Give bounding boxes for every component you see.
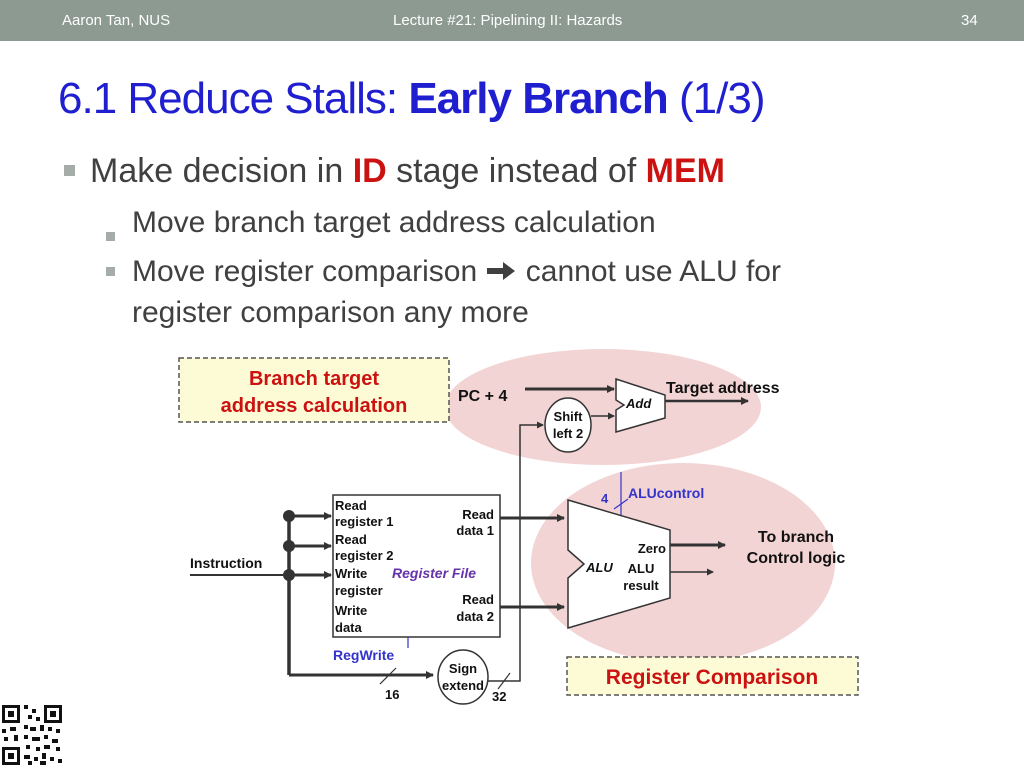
branch-target-box xyxy=(178,357,450,423)
alu-result-label-b: result xyxy=(623,578,659,593)
sub-bullet-2-cont: register comparison any more xyxy=(132,296,529,329)
register-file-name: Register File xyxy=(392,565,476,581)
read-reg1-label-a: Read xyxy=(335,498,367,513)
read-reg2-label-b: register 2 xyxy=(335,548,394,563)
bullet-main-text: Make decision in xyxy=(90,152,353,190)
sign-extend-line2: extend xyxy=(442,678,484,693)
adder-unit xyxy=(615,377,666,433)
shift-left-2-unit xyxy=(544,397,592,453)
register-file xyxy=(332,494,501,638)
sub-bullet-2-text: Move register comparison xyxy=(132,255,486,288)
regwrite-label: RegWrite xyxy=(333,647,394,663)
alu-name: ALU xyxy=(585,560,613,575)
read-reg1-label-b: register 1 xyxy=(335,514,394,529)
shift-label-2: left 2 xyxy=(553,426,583,441)
alucontrol-width: 4 xyxy=(601,491,609,506)
read-data2-label-a: Read xyxy=(462,592,494,607)
alu-unit xyxy=(567,498,671,630)
bullet-square-icon xyxy=(64,165,75,176)
to-branch-line1: To branch xyxy=(758,529,834,546)
qr-code-icon xyxy=(0,703,64,767)
read-data2-label-b: data 2 xyxy=(456,609,494,624)
sign-extend-line1: Sign xyxy=(449,661,477,676)
slide-title: 6.1 Reduce Stalls: Early Branch (1/3) xyxy=(58,74,765,124)
title-prefix: 6.1 Reduce Stalls: xyxy=(58,74,409,123)
write-data-label-b: data xyxy=(335,620,363,635)
adder-label: Add xyxy=(625,396,652,411)
to-branch-line2: Control logic xyxy=(747,550,846,567)
branch-target-line2: address calculation xyxy=(221,395,408,417)
bus-tick-32 xyxy=(497,672,511,690)
highlight-id: ID xyxy=(352,152,387,190)
highlight-mem: MEM xyxy=(645,152,725,190)
header-lecture: Lecture #21: Pipelining II: Hazards xyxy=(393,12,623,29)
read-data1-label-a: Read xyxy=(462,507,494,522)
sub-bullet-square-icon xyxy=(106,267,115,276)
alu-result-label-a: ALU xyxy=(628,561,655,576)
read-reg2-label-a: Read xyxy=(335,532,367,547)
write-reg-label-b: register xyxy=(335,583,383,598)
register-comparison-box xyxy=(566,656,859,696)
alu-zero-label: Zero xyxy=(638,541,666,556)
alucontrol-bus-tick xyxy=(613,498,629,510)
bus-tick-16 xyxy=(379,667,397,685)
write-data-label-a: Write xyxy=(335,603,367,618)
alucontrol-label: ALUcontrol xyxy=(628,485,704,501)
target-address-label: Target address xyxy=(666,380,780,397)
right-arrow-icon xyxy=(487,262,516,280)
sub-bullet-square-icon xyxy=(106,232,115,241)
bits-16-label: 16 xyxy=(385,687,399,702)
sign-extend-unit xyxy=(437,649,489,705)
sub-bullet-1: Move branch target address calculation xyxy=(132,206,656,239)
page-number: 34 xyxy=(961,12,978,29)
title-suffix: (1/3) xyxy=(667,74,765,123)
pc-plus-4-label: PC + 4 xyxy=(458,388,507,405)
sub-bullet-2: Move register comparison cannot use ALU … xyxy=(132,255,781,289)
bits-32-label: 32 xyxy=(492,689,506,704)
header-author: Aaron Tan, NUS xyxy=(62,12,171,29)
read-data1-label-b: data 1 xyxy=(456,523,494,538)
instruction-label: Instruction xyxy=(190,555,262,571)
shift-label-1: Shift xyxy=(554,409,584,424)
register-comparison-label: Register Comparison xyxy=(606,666,818,689)
bullet-main: Make decision in ID stage instead of MEM xyxy=(90,152,725,191)
title-bold: Early Branch xyxy=(408,74,668,123)
bullet-main-text-2: stage instead of xyxy=(386,152,646,190)
branch-target-highlight xyxy=(445,349,761,465)
branch-target-line1: Branch target xyxy=(249,368,379,390)
write-reg-label-a: Write xyxy=(335,566,367,581)
header-bar: Aaron Tan, NUS Lecture #21: Pipelining I… xyxy=(0,0,1024,41)
sub-bullet-2-text-b: cannot use ALU for xyxy=(517,255,781,288)
